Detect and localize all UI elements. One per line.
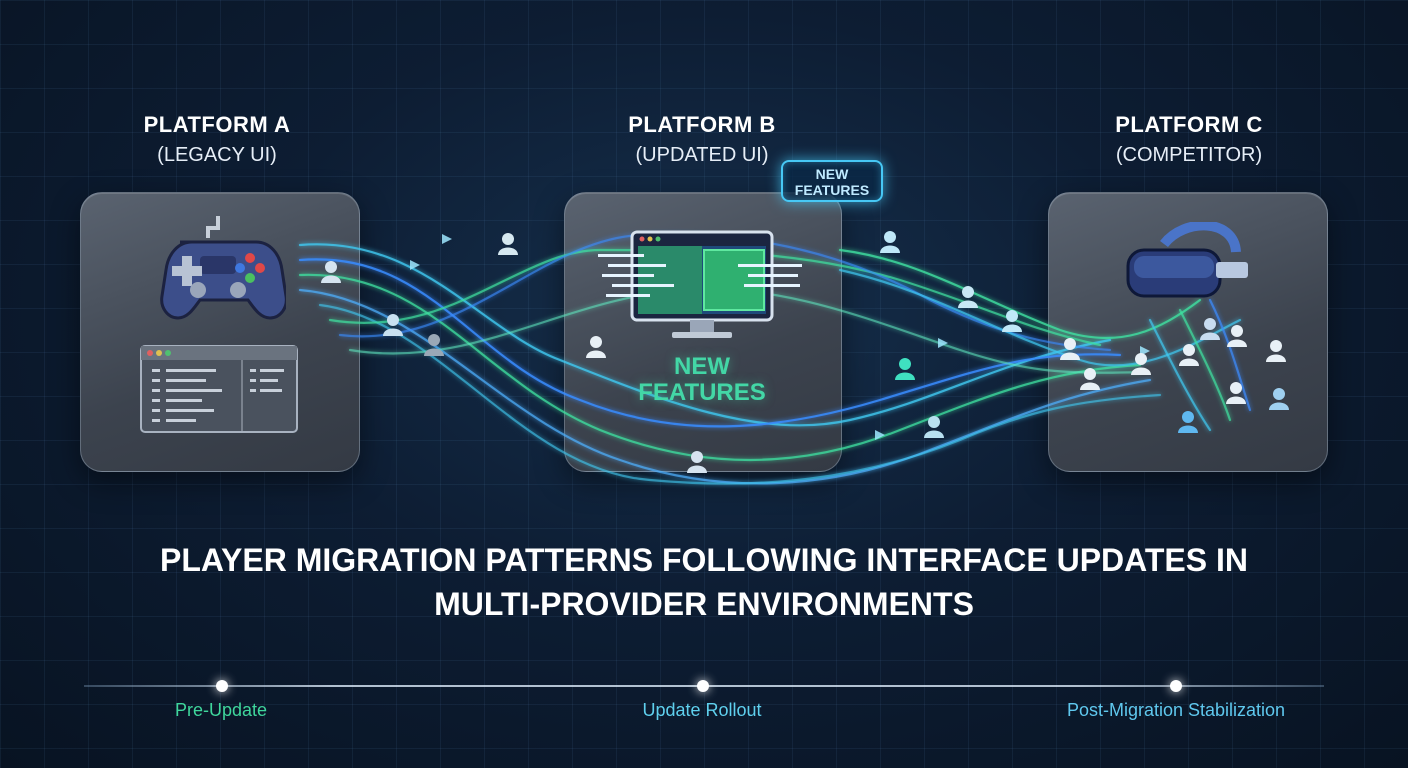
- user-icon: [924, 416, 944, 438]
- flow-line: [318, 303, 1162, 485]
- user-icon: [1266, 340, 1286, 362]
- timeline-dot-pre-update: [216, 680, 228, 692]
- flow-line: [1208, 298, 1252, 412]
- vr-headset-icon: [1126, 222, 1248, 298]
- user-icon: [1179, 344, 1199, 366]
- timeline-label-update-rollout: Update Rollout: [642, 700, 762, 720]
- user-icon: [895, 358, 915, 380]
- user-icon: [880, 231, 900, 253]
- user-icon: [1131, 353, 1151, 375]
- flow-line: [298, 273, 1142, 462]
- platform-subtitle: (COMPETITOR): [1115, 144, 1263, 166]
- platform-name: PLATFORM C: [1115, 112, 1263, 137]
- flow-line: [298, 258, 1122, 428]
- user-icon: [1269, 388, 1289, 410]
- user-icon: [1178, 411, 1198, 433]
- arrow-icon: [410, 260, 420, 270]
- user-icon: [687, 451, 707, 473]
- user-icon: [958, 286, 978, 308]
- platform-name: PLATFORM A: [143, 112, 291, 137]
- platform-b-label: PLATFORM B (UPDATED UI): [552, 112, 852, 167]
- user-icon: [1060, 338, 1080, 360]
- user-icon: [424, 334, 444, 356]
- flow-line: [838, 248, 1202, 340]
- platform-name: PLATFORM B: [628, 112, 776, 137]
- user-icon: [1200, 318, 1220, 340]
- platform-a-label: PLATFORM A (LEGACY UI): [67, 112, 367, 167]
- flow-line: [1148, 318, 1212, 432]
- user-icon: [586, 336, 606, 358]
- user-icon: [1002, 310, 1022, 332]
- flow-line: [298, 243, 1112, 427]
- monitor-icon: [598, 230, 802, 338]
- arrow-icon: [442, 234, 452, 244]
- timeline-dot-update-rollout: [697, 680, 709, 692]
- user-icon: [1227, 325, 1247, 347]
- platform-c-panel: [1048, 192, 1328, 472]
- timeline-dot-post-migration: [1170, 680, 1182, 692]
- window-icon: [140, 345, 298, 433]
- diagram-title: PLAYER MIGRATION PATTERNS FOLLOWING INTE…: [159, 542, 1248, 622]
- platform-subtitle: (LEGACY UI): [157, 144, 277, 166]
- arrow-icon: [875, 430, 885, 440]
- gamepad-icon: [160, 216, 286, 320]
- new-features-badge: NEW FEATURES: [781, 160, 883, 202]
- user-icon: [1080, 368, 1100, 390]
- platform-subtitle: (UPDATED UI): [635, 144, 769, 166]
- flow-line: [1178, 308, 1232, 422]
- user-icon: [383, 314, 403, 336]
- panel-new-features-text: NEW FEATURES: [638, 353, 766, 406]
- timeline-label-post-migration: Post-Migration Stabilization: [1066, 700, 1286, 720]
- arrow-icon: [938, 338, 948, 348]
- timeline-label-pre-update: Pre-Update: [174, 700, 268, 720]
- platform-c-label: PLATFORM C (COMPETITOR): [1039, 112, 1339, 167]
- user-icon: [1226, 382, 1246, 404]
- user-icon: [498, 233, 518, 255]
- user-icon: [321, 261, 341, 283]
- flow-line: [348, 287, 1142, 374]
